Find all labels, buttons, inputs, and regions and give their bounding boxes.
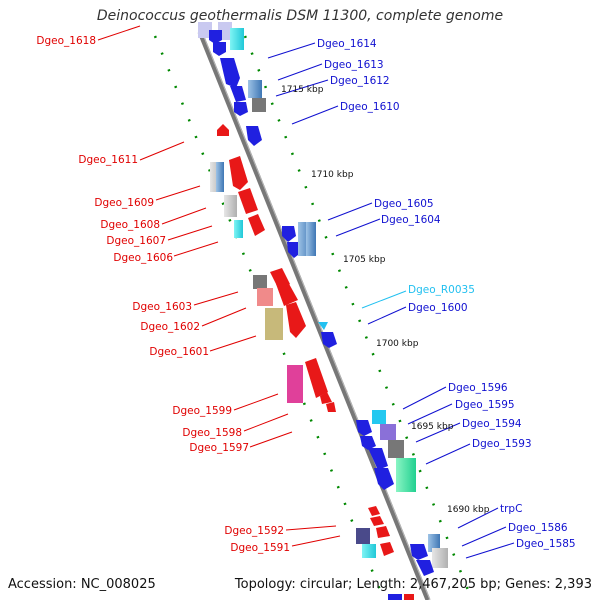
gene-dgeo-1606-arrow bbox=[248, 214, 265, 236]
gene-dgeo-1613 bbox=[220, 58, 240, 88]
gene-dgeo-1603 bbox=[253, 275, 267, 289]
gene-label: Dgeo_1609 bbox=[94, 197, 154, 209]
gene-label: Dgeo_1596 bbox=[448, 382, 508, 394]
gene-dgeo-1591 bbox=[362, 544, 376, 558]
gene-dgeo-1586 bbox=[432, 548, 448, 568]
gene-dgeo-1597-arrow bbox=[326, 402, 336, 412]
scale-label: 1710 kbp bbox=[311, 170, 354, 180]
gene-dgeo-1592 bbox=[356, 528, 370, 544]
gene-label: Dgeo_1602 bbox=[140, 321, 200, 333]
gene-dgeo-1601 bbox=[265, 308, 283, 340]
gene-label: Dgeo_1598 bbox=[182, 427, 242, 439]
gene-label: Dgeo_1600 bbox=[408, 302, 468, 314]
gene-dgeo-1595 bbox=[380, 424, 396, 440]
gene-label: Dgeo_1604 bbox=[381, 214, 441, 226]
gene-dgeo-1599 bbox=[287, 365, 303, 403]
gene-dgeo-1614 bbox=[230, 28, 244, 50]
gene-dgeo-1585 bbox=[416, 560, 434, 576]
gene-trpc bbox=[428, 534, 440, 552]
accession-text: Accession: NC_008025 bbox=[8, 577, 156, 592]
forward-leaders bbox=[267, 42, 515, 559]
gene-label: Dgeo_1606 bbox=[113, 252, 173, 264]
gene-label: Dgeo_1599 bbox=[172, 405, 232, 417]
gene-dgeo-1611-arrow bbox=[217, 124, 229, 136]
reverse-leaders bbox=[97, 25, 341, 547]
gene-dgeo-1609-arrow bbox=[229, 156, 248, 190]
gene-dgeo-1608 bbox=[224, 195, 237, 217]
scale-label: 1690 kbp bbox=[447, 505, 490, 515]
gene-label: Dgeo_1618 bbox=[36, 35, 96, 47]
rna-dgeo-r0035 bbox=[318, 322, 328, 330]
topology-text: Topology: circular; Length: 2,467,205 bp… bbox=[234, 577, 592, 592]
gene-label: Dgeo_R0035 bbox=[408, 284, 475, 296]
rna-leader bbox=[361, 290, 407, 309]
gene-dgeo-1610 bbox=[246, 126, 262, 146]
reverse-features bbox=[198, 22, 394, 558]
gene-label: Dgeo_1591 bbox=[230, 542, 290, 554]
scale-label: 1700 kbp bbox=[376, 339, 419, 349]
gene-label: Dgeo_1608 bbox=[100, 219, 160, 231]
gene-label: Dgeo_1593 bbox=[472, 438, 532, 450]
gene-label: Dgeo_1610 bbox=[340, 101, 400, 113]
gene-label: Dgeo_1607 bbox=[106, 235, 166, 247]
gene-label: Dgeo_1601 bbox=[149, 346, 209, 358]
gene-label: Dgeo_1595 bbox=[455, 399, 515, 411]
gene-label: Dgeo_1614 bbox=[317, 38, 377, 50]
scale-label: 1705 kbp bbox=[343, 255, 386, 265]
gene-dgeo-1594 bbox=[388, 440, 404, 458]
gene-dgeo-1598-arrow bbox=[320, 392, 332, 404]
gene-label: Dgeo_1611 bbox=[78, 154, 138, 166]
genome-backbone bbox=[197, 31, 431, 600]
gene-dgeo-1600 bbox=[321, 332, 337, 348]
gene-dgeo-1612 bbox=[248, 80, 262, 98]
gene-label: trpC bbox=[500, 503, 522, 515]
map-title: Deinococcus geothermalis DSM 11300, comp… bbox=[96, 8, 504, 24]
forward-features bbox=[209, 22, 448, 576]
gene-label: Dgeo_1603 bbox=[132, 301, 192, 313]
gene-label: Dgeo_1592 bbox=[224, 525, 284, 537]
gene-dgeo-1593 bbox=[396, 458, 416, 492]
gene-dgeo-1604 bbox=[306, 222, 316, 256]
gene-dgeo-1618 bbox=[198, 22, 212, 38]
gene-label: Dgeo_1594 bbox=[462, 418, 522, 430]
gene-label: Dgeo_1597 bbox=[189, 442, 249, 454]
gene-label: Dgeo_1605 bbox=[374, 198, 434, 210]
gene-label: Dgeo_1613 bbox=[324, 59, 384, 71]
gene-label: Dgeo_1585 bbox=[516, 538, 576, 550]
scale-label: 1715 kbp bbox=[281, 85, 324, 95]
genome-backbone-shadow bbox=[201, 31, 431, 600]
gene-label: Dgeo_1612 bbox=[330, 75, 390, 87]
gene-dgeo-1607 bbox=[234, 220, 243, 238]
scale-label: 1695 kbp bbox=[411, 422, 454, 432]
gene-dgeo-1596 bbox=[372, 410, 386, 424]
gene-dgeo-1602 bbox=[257, 288, 273, 306]
gene-label: Dgeo_1586 bbox=[508, 522, 568, 534]
